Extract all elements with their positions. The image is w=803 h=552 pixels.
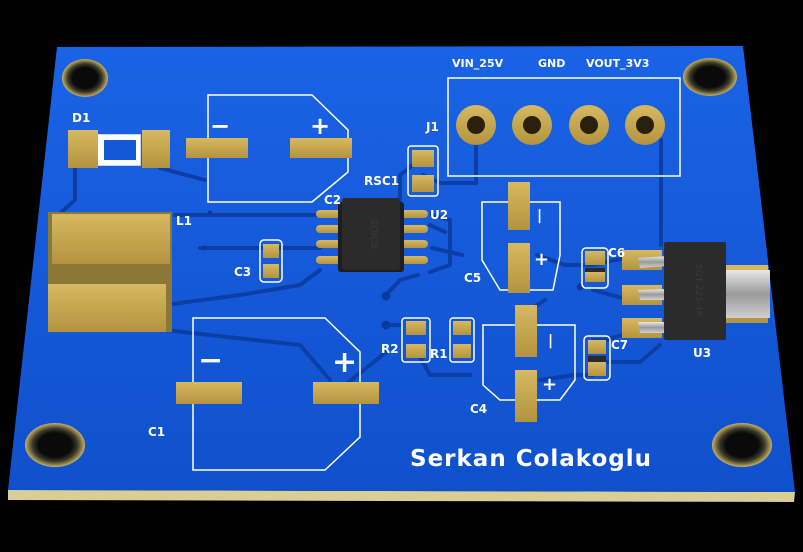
j1-pins xyxy=(456,105,665,145)
label-u3: U3 xyxy=(693,346,711,360)
mounting-hole xyxy=(62,59,108,97)
polarity-bar: | xyxy=(537,208,542,224)
u3-chip: SOT-223-4P xyxy=(622,242,770,340)
via xyxy=(381,320,391,330)
c-top-outline xyxy=(207,94,349,203)
via xyxy=(202,245,208,251)
u2-package-text: SOIC8 xyxy=(368,219,379,250)
c5-outline xyxy=(481,201,561,291)
label-u2: U2 xyxy=(430,208,448,222)
via xyxy=(381,291,391,301)
label-c5: C5 xyxy=(464,271,481,285)
c3-part xyxy=(259,239,283,283)
c4-pad xyxy=(515,370,537,422)
c6-part xyxy=(581,247,609,289)
polarity-minus: − xyxy=(210,112,230,140)
label-j1: J1 xyxy=(425,120,439,134)
u3-package-text: SOT-223-4P xyxy=(693,264,703,317)
label-r1: R1 xyxy=(430,347,448,361)
r2-part xyxy=(401,317,431,363)
polarity-plus: + xyxy=(542,374,557,395)
polarity-plus: + xyxy=(534,249,549,270)
d1-pad xyxy=(142,130,170,168)
label-c1: C1 xyxy=(148,425,165,439)
label-l1: L1 xyxy=(176,214,192,228)
label-d1: D1 xyxy=(72,111,90,125)
c1-pad-minus xyxy=(176,382,242,404)
rsc1-part xyxy=(407,145,439,197)
c7-part xyxy=(583,335,611,381)
polarity-plus: + xyxy=(332,345,357,380)
polarity-minus: − xyxy=(198,343,223,378)
polarity-plus: + xyxy=(310,112,330,140)
c1-pad-plus xyxy=(313,382,379,404)
board-edge xyxy=(8,490,795,502)
label-r2: R2 xyxy=(381,342,399,356)
pin-label-vin: VIN_25V xyxy=(452,57,504,70)
c1-outline xyxy=(192,317,361,471)
c5-pad xyxy=(508,243,530,293)
cap-top-pad-plus xyxy=(290,138,352,158)
r1-part xyxy=(449,317,475,363)
c5-pad xyxy=(508,182,530,230)
inductor-l1 xyxy=(48,212,172,332)
label-c3: C3 xyxy=(234,265,251,279)
d1-pad xyxy=(68,130,98,168)
vias xyxy=(202,210,584,330)
label-c2: C2 xyxy=(324,193,341,207)
c4-outline xyxy=(482,324,576,401)
cap-top-pad-minus xyxy=(186,138,248,158)
silkscreen-outlines xyxy=(97,77,681,471)
via xyxy=(207,210,213,216)
inductor-pad xyxy=(52,214,170,264)
label-rsc1: RSC1 xyxy=(364,174,399,188)
author-name: Serkan Colakoglu xyxy=(410,446,652,472)
mounting-hole xyxy=(712,423,772,467)
u2-chip: SOIC8 xyxy=(316,198,428,272)
mounting-holes xyxy=(25,58,772,467)
polarity-bar: | xyxy=(548,333,553,349)
label-c6: C6 xyxy=(608,246,625,260)
pin-label-gnd: GND xyxy=(538,57,565,70)
pin-label-vout: VOUT_3V3 xyxy=(586,57,649,70)
label-c4: C4 xyxy=(470,402,487,416)
label-c7: C7 xyxy=(611,338,628,352)
d1-part xyxy=(68,130,170,168)
mounting-hole xyxy=(25,423,85,467)
inductor-pad xyxy=(48,284,166,332)
c4-pad xyxy=(515,305,537,357)
j1-outline xyxy=(447,77,681,177)
mounting-hole xyxy=(683,58,737,96)
silkscreen-labels: VIN_25V GND VOUT_3V3 J1 D1 L1 C1 C2 C3 C… xyxy=(72,57,711,472)
